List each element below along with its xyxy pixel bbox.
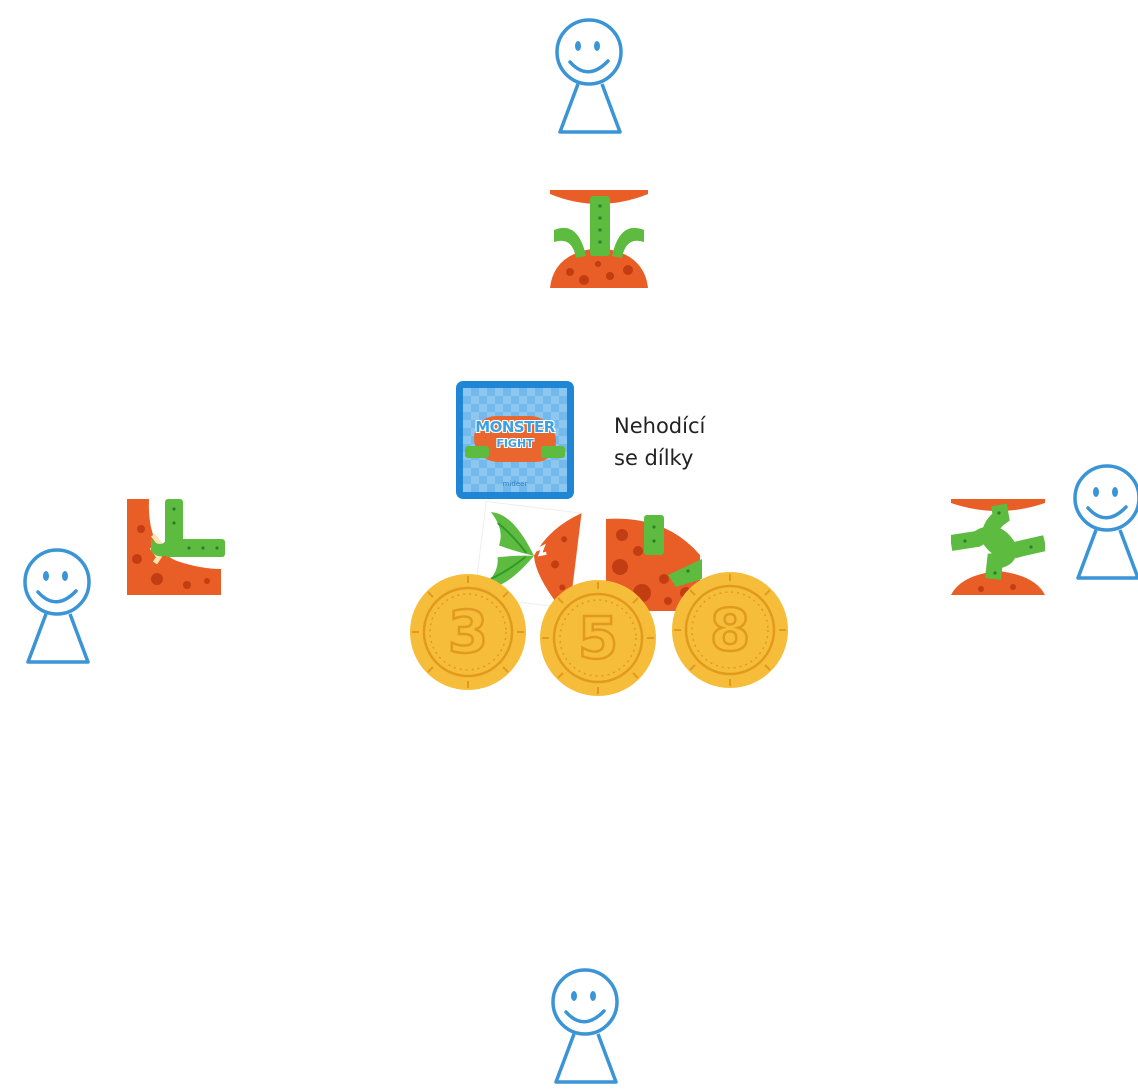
monster-tile-icon <box>951 499 1045 595</box>
deck-pattern: MONSTER FIGHT mideer <box>463 388 567 492</box>
monster-tile-icon <box>473 500 583 610</box>
coin-3[interactable]: 3 <box>408 572 528 692</box>
deck-logo-title: MONSTER <box>475 418 555 436</box>
monster-fight-deck[interactable]: MONSTER FIGHT mideer <box>456 381 574 499</box>
smiley-player-icon <box>555 18 623 134</box>
logo-arm-left <box>465 446 489 458</box>
deck-logo-subtitle: FIGHT <box>496 437 534 450</box>
monster-tile-bottom-2[interactable] <box>606 515 702 611</box>
player-left <box>12 540 102 666</box>
coin-5[interactable]: 5 <box>538 578 658 698</box>
player-right <box>1062 456 1138 582</box>
monster-tile-icon <box>127 499 225 595</box>
player-bottom <box>540 960 630 1086</box>
smiley-player-icon <box>23 548 91 664</box>
logo-arm-right <box>541 446 565 458</box>
mismatched-pieces-label: Nehodící se dílky <box>614 410 764 474</box>
gold-coin-icon: 5 <box>540 580 656 696</box>
label-line-2: se dílky <box>614 446 694 470</box>
monster-tile-right[interactable] <box>951 499 1045 595</box>
smiley-player-icon <box>551 968 619 1084</box>
coin-value: 8 <box>710 596 750 664</box>
deck-brand: mideer <box>502 480 528 488</box>
coin-value: 3 <box>448 598 488 666</box>
monster-tile-icon <box>550 190 648 288</box>
gold-coin-icon: 3 <box>410 574 526 690</box>
player-top <box>544 10 634 136</box>
coin-8[interactable]: 8 <box>670 570 790 690</box>
coin-value: 5 <box>578 604 618 672</box>
monster-tile-left[interactable] <box>127 499 225 595</box>
monster-tile-top[interactable] <box>550 190 648 288</box>
monster-tile-bottom-1[interactable] <box>473 500 583 610</box>
monster-tile-icon <box>606 515 702 611</box>
smiley-player-icon <box>1073 464 1138 580</box>
gold-coin-icon: 8 <box>672 572 788 688</box>
label-line-1: Nehodící <box>614 414 706 438</box>
